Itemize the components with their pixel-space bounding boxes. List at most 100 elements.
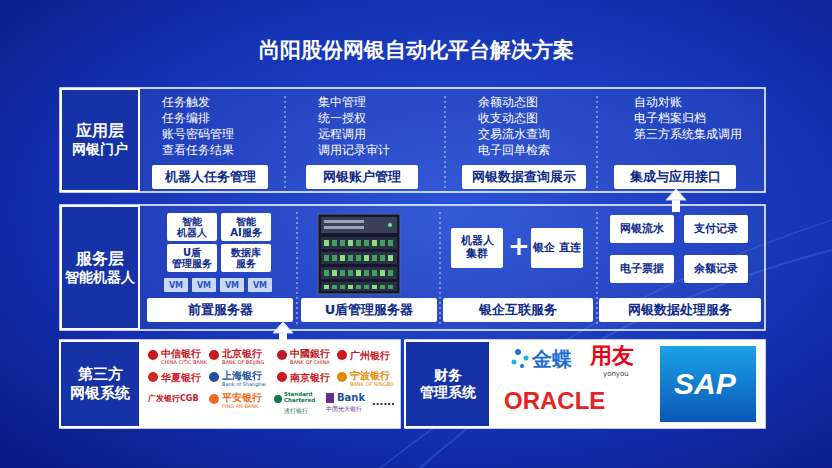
plus-sign: +: [508, 232, 530, 261]
layer-label: 应用层网银门户: [60, 88, 140, 192]
decor-circle: [209, 372, 219, 382]
node-text: 第三方 网银系统: [63, 365, 137, 403]
logo-text: 渣打银行: [284, 408, 308, 415]
logo-text: 广州银行: [350, 350, 390, 361]
feature-item: 交易流水查询: [478, 128, 550, 141]
logo-text: 金蝶: [532, 348, 572, 370]
node-text: 集成与应用接口: [630, 170, 721, 185]
decor-rect: [324, 255, 329, 261]
decor-rect: [380, 240, 385, 246]
decor-rect: [321, 217, 397, 233]
process-box: U盾 管理服务: [167, 244, 217, 272]
node-text: 网银账户管理: [323, 170, 401, 185]
node-text: 机器人任务管理: [165, 170, 256, 185]
arrow-head: [666, 189, 686, 200]
process-box: 电子票据: [610, 255, 674, 283]
finance-panel-frame: [405, 340, 765, 428]
logo-text: ORACLE: [504, 388, 605, 414]
decor-rect: [388, 285, 393, 289]
service-group: 前置服务器智能 机器人智能 AI服务U盾 管理服务数据库 服务VMVMVMVM: [152, 212, 288, 322]
decor-circle: [337, 350, 347, 360]
node-text: VM: [253, 281, 267, 290]
node-text: 智能 机器人: [169, 216, 215, 239]
node-text: 网银数据处理服务: [599, 298, 761, 322]
dividers: [285, 96, 597, 324]
decor-rect: [356, 285, 361, 289]
node-text: 服务层: [76, 249, 124, 269]
decor-rect: [332, 255, 337, 261]
decor-rect: [356, 240, 361, 246]
logo-panel: 金蝶用友yonyouORACLESAP: [490, 340, 765, 428]
vm-box: VM: [220, 278, 244, 292]
vm-box: VM: [192, 278, 216, 292]
node-text: 银企互联服务: [443, 298, 593, 322]
decor-rect: [326, 393, 334, 403]
vm-box: VM: [164, 278, 188, 292]
logo-text: 华夏银行: [161, 372, 201, 383]
decor-circle: [209, 350, 219, 360]
process-box: 网银流水: [610, 215, 674, 243]
feature-item: 任务触发: [162, 96, 210, 109]
decor-rect: [356, 255, 361, 261]
decor-circle: [209, 394, 219, 404]
feature-item: 远程调用: [318, 128, 366, 141]
node-text: U盾 管理服务: [169, 247, 215, 270]
process-box: 网银账户管理: [306, 165, 418, 189]
process-box: 余额记录: [684, 255, 748, 283]
decor-rect: [332, 240, 337, 246]
decor-rect: [380, 270, 385, 276]
decor-line: [285, 96, 286, 188]
decor-rect: [321, 252, 397, 264]
node-text: 网银流水: [620, 223, 664, 236]
decor-rect: [324, 226, 364, 229]
decor-rect: [388, 270, 393, 276]
decor-rect: [372, 240, 377, 246]
app-panel: [60, 88, 765, 192]
decor-line: [297, 212, 298, 324]
bank-panel-frame: [60, 340, 400, 428]
decor-rect: [340, 255, 345, 261]
layer-label: 财务 管理系统: [404, 340, 491, 428]
node-text: 机器人 集群: [453, 235, 501, 260]
node-text: 应用层: [76, 121, 124, 141]
logo-text: 中國銀行: [290, 348, 330, 359]
decor-circle: [512, 360, 517, 365]
feature-item: 统一授权: [318, 112, 366, 125]
decor-rect: [348, 285, 353, 289]
logo-text: Standard Chartered: [284, 391, 320, 403]
kingdee-dots: [512, 349, 529, 368]
decor-circle: [520, 364, 524, 368]
logo-text: BANK OF BEIJING: [222, 360, 265, 366]
decor-rect: [340, 285, 345, 289]
process-box: 机器人 集群: [451, 228, 503, 268]
process-box: 集成与应用接口: [614, 165, 736, 189]
node-text: 智能 AI服务: [223, 216, 269, 239]
decor-rect: [340, 240, 345, 246]
logo-text: 北京银行: [222, 348, 262, 359]
decor-rect: [364, 270, 369, 276]
decor-line: [440, 212, 441, 324]
decor-rect: [372, 270, 377, 276]
decor-rect: [332, 270, 337, 276]
node-text: VM: [225, 281, 239, 290]
logo-text: Bank: [337, 392, 365, 403]
logo-panel: 中信银行CHINA CITIC BANK北京银行BANK OF BEIJING中…: [140, 340, 400, 428]
decor-circle: [148, 372, 158, 382]
connector: [666, 189, 686, 212]
logo-text: BANK OF CHINA: [290, 360, 330, 366]
feature-item: 电子回单检索: [478, 144, 550, 157]
layer-label: 服务层智能机器人: [60, 205, 140, 330]
service-panel: [60, 205, 765, 330]
node-text: VM: [169, 281, 183, 290]
process-box: 智能 机器人: [167, 213, 217, 241]
service-group: U盾管理服务器: [306, 212, 432, 322]
node-text: 余额记录: [694, 263, 738, 276]
feature-item: 余额动态图: [478, 96, 538, 109]
node-text: U盾管理服务器: [301, 298, 437, 322]
decor-rect: [324, 220, 364, 223]
node-text: 网银数据查询展示: [472, 170, 576, 185]
server-rack: [318, 214, 400, 294]
decor-rect: [356, 270, 361, 276]
